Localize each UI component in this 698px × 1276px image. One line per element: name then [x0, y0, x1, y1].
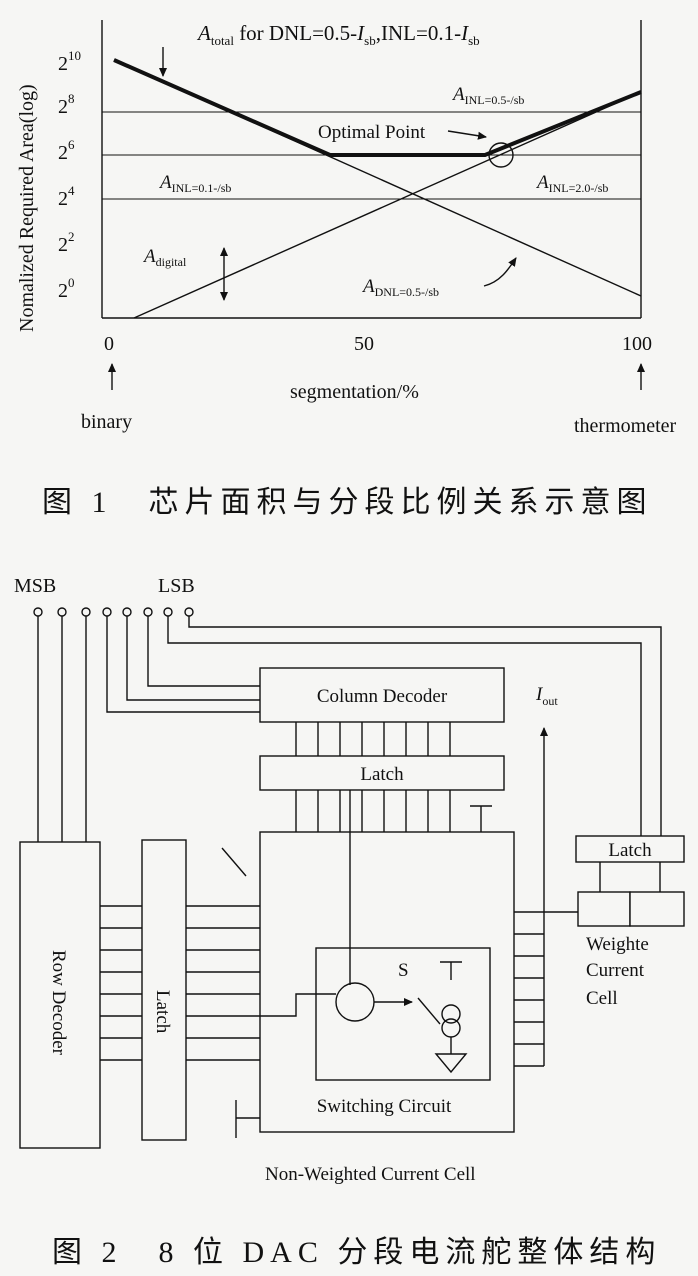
y-axis-label: Nomalized Required Area(log) [16, 84, 38, 332]
y-tick-2-6: 26 [58, 137, 75, 164]
weighted-cell-label-1: Weighte [586, 934, 649, 955]
weighted-current-cell [629, 891, 685, 927]
switching-circuit-block [315, 947, 491, 1081]
inl-0.5-label: AINL=0.5-/sb [451, 84, 524, 107]
latch-left-label: Latch [152, 990, 173, 1034]
non-weighted-cell-label: Non-Weighted Current Cell [265, 1164, 476, 1185]
current-cell-array [259, 831, 515, 1133]
input-pin [184, 607, 194, 617]
weighted-cell-label-3: Cell [586, 988, 618, 1009]
y-tick-2-8: 28 [58, 91, 75, 118]
digital-label: Adigital [142, 246, 187, 269]
ground-icon [434, 1053, 468, 1074]
column-decoder-label: Column Decoder [317, 686, 448, 707]
figure2-caption: 图 2 8 位 DAC 分段电流舵整体结构 [52, 1236, 661, 1269]
msb-label: MSB [14, 575, 56, 597]
latch-right-block [575, 835, 685, 863]
row-decoder-block [19, 841, 101, 1149]
figure1-chart: Atotal for DNL=0.5-Isb,INL=0.1-Isb Nomal… [16, 20, 677, 437]
dnl-label: ADNL=0.5-/sb [361, 276, 439, 299]
latch-right-label: Latch [608, 840, 652, 861]
switch-circle [335, 982, 375, 1022]
x-tick-50: 50 [354, 333, 374, 355]
lsb-label: LSB [158, 575, 195, 597]
switching-circuit-label: Switching Circuit [317, 1096, 452, 1117]
optimal-point-circle [488, 142, 514, 168]
digital-area-line [133, 91, 642, 319]
input-pin [102, 607, 112, 617]
input-pin [57, 607, 67, 617]
latch-left-block [141, 839, 187, 1141]
input-pins [33, 607, 194, 617]
x-axis-label: segmentation/% [290, 381, 419, 403]
switch-label: S [398, 960, 409, 981]
x-tick-0: 0 [104, 333, 114, 355]
binary-label: binary [81, 411, 132, 433]
latch-top-block [259, 755, 505, 791]
input-pin [81, 607, 91, 617]
iout-label: Iout [535, 684, 558, 708]
input-pin [163, 607, 173, 617]
y-tick-2-2: 22 [58, 229, 75, 256]
dnl-curved-arrow [483, 257, 517, 287]
row-decoder-label: Row Decoder [48, 950, 69, 1056]
input-pin [122, 607, 132, 617]
optimal-point-label: Optimal Point [318, 122, 426, 143]
figure2-diagram: MSB LSB Column Decoder [14, 575, 685, 1185]
y-tick-2-4: 24 [58, 183, 75, 210]
input-pin [143, 607, 153, 617]
input-pin [33, 607, 43, 617]
weighted-current-cell [577, 891, 631, 927]
y-tick-2-10: 210 [58, 48, 81, 75]
x-tick-100: 100 [622, 333, 652, 355]
figure1-caption: 图 1 芯片面积与分段比例关系示意图 [42, 486, 653, 519]
thermometer-label: thermometer [574, 415, 677, 437]
inl-2.0-label: AINL=2.0-/sb [535, 172, 608, 195]
inl-0.1-label: AINL=0.1-/sb [158, 172, 231, 195]
y-tick-2-0: 20 [58, 275, 75, 302]
total-area-label: Atotal for DNL=0.5-Isb,INL=0.1-Isb [196, 21, 480, 48]
latch-top-label: Latch [360, 764, 404, 785]
current-source-icon [441, 1004, 461, 1024]
optimal-point-arrow [447, 130, 487, 140]
total-area-curve [113, 58, 642, 157]
column-decoder-block [259, 667, 505, 723]
weighted-cell-label-2: Current [586, 960, 645, 981]
